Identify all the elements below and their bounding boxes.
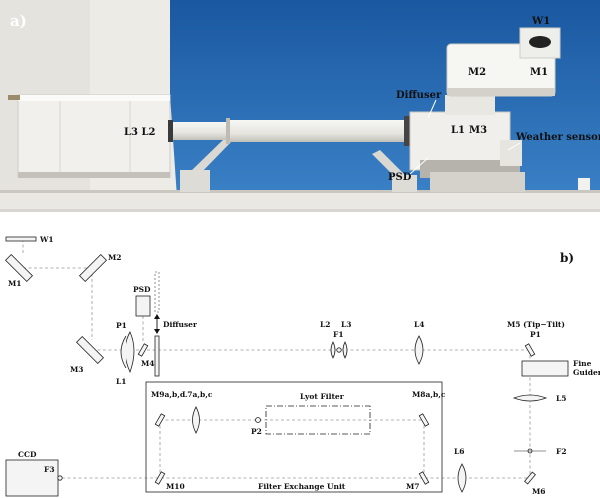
label-l6: L6: [454, 447, 465, 456]
label-m4: M4: [141, 359, 155, 368]
lens-l1: [124, 331, 135, 374]
optical-tube: [168, 116, 412, 146]
schematic-panel-tag: b): [560, 251, 574, 265]
photo-label-w1: W1: [531, 16, 550, 27]
photo-label-m3: M3: [469, 125, 487, 136]
label-l5: L5: [556, 394, 567, 403]
label-fine-guider-2: Guider: [573, 368, 600, 377]
mirror-m2: [78, 253, 108, 283]
fine-guider: [521, 360, 569, 377]
label-w1: W1: [39, 235, 54, 244]
label-f2: F2: [556, 447, 567, 456]
label-l1: L1: [116, 377, 127, 386]
label-l2: L2: [320, 320, 331, 329]
mirror-m9: [154, 413, 166, 427]
label-l7: L7a,b,c: [182, 390, 213, 399]
lens-l7: [192, 406, 200, 434]
label-m8: M8a,b,c: [412, 390, 446, 399]
lens-l2: [330, 341, 336, 359]
psd-detector: [135, 295, 151, 317]
photo-label-m1: M1: [530, 67, 548, 78]
label-m9: M9a,b,c: [151, 390, 185, 399]
mirror-m6: [524, 471, 536, 485]
photo-panel-tag: a): [10, 12, 27, 30]
mirror-m5: [524, 343, 536, 357]
photo-label-diffuser: Diffuser: [396, 90, 442, 101]
heliostat: [409, 27, 590, 192]
label-m2: M2: [108, 253, 122, 262]
lens-housing-box: [8, 94, 171, 178]
lens-l5: [512, 394, 548, 402]
label-m3: M3: [70, 365, 84, 374]
mirror-m7: [418, 471, 430, 485]
ccd-camera: [5, 459, 59, 497]
lyot-filter-box: [265, 405, 371, 435]
label-m10: M10: [166, 482, 185, 491]
label-m7: M7: [406, 482, 420, 491]
label-f3: F3: [44, 465, 55, 474]
mirror-m3: [75, 335, 105, 365]
label-p1-right: P1: [530, 330, 541, 339]
mirror-m10: [154, 471, 166, 485]
photo-label-m2: M2: [468, 67, 486, 78]
photo-label-l1: L1: [451, 125, 465, 136]
mirror-m8: [418, 413, 430, 427]
diffuser-alt-position: [154, 271, 160, 313]
optical-elements: [4, 236, 569, 497]
label-l4: L4: [414, 320, 425, 329]
focal-f3: [57, 475, 63, 481]
label-lyot-filter: Lyot Filter: [300, 392, 345, 401]
roof-parapet: [0, 192, 600, 212]
focal-f1: [336, 347, 342, 353]
label-m5: M5 (Tip−Tilt): [507, 320, 565, 329]
photo-label-l3l2: L3 L2: [124, 127, 156, 138]
photo-panel: a) W1 M2 M1 Diffuser L3 L2 L1 M3 Weather…: [0, 0, 600, 212]
lens-l3: [342, 341, 348, 359]
diffuser-element: [154, 335, 160, 377]
lens-l4: [414, 335, 424, 365]
label-l3: L3: [341, 320, 352, 329]
window-w1: [5, 236, 37, 242]
filter-exchange-unit: [145, 381, 443, 493]
label-m1: M1: [8, 279, 22, 288]
photo-label-psd: PSD: [388, 172, 412, 183]
label-m6: M6: [532, 487, 546, 496]
label-f1: F1: [333, 330, 344, 339]
label-diffuser: Diffuser: [163, 320, 198, 329]
mirror-m1: [4, 253, 34, 283]
label-p2: P2: [251, 427, 262, 436]
schematic-panel: b) W1 M1 M2 PSD Diffuser P1 M4 M3 L1 L2 …: [4, 235, 600, 497]
photo-label-weather-sensors: Weather sensors: [515, 132, 600, 143]
label-ccd: CCD: [18, 450, 37, 459]
mirror-m4: [137, 343, 149, 357]
label-filter-exchange-unit: Filter Exchange Unit: [258, 482, 346, 491]
beam-paths: [22, 239, 531, 479]
schematic-labels: b) W1 M1 M2 PSD Diffuser P1 M4 M3 L1 L2 …: [8, 235, 600, 496]
label-p1-left: P1: [116, 321, 127, 330]
label-fine-guider-1: Fine: [573, 359, 592, 368]
pupil-p2: [255, 417, 261, 423]
label-psd: PSD: [133, 285, 151, 294]
lens-l6: [457, 463, 467, 493]
